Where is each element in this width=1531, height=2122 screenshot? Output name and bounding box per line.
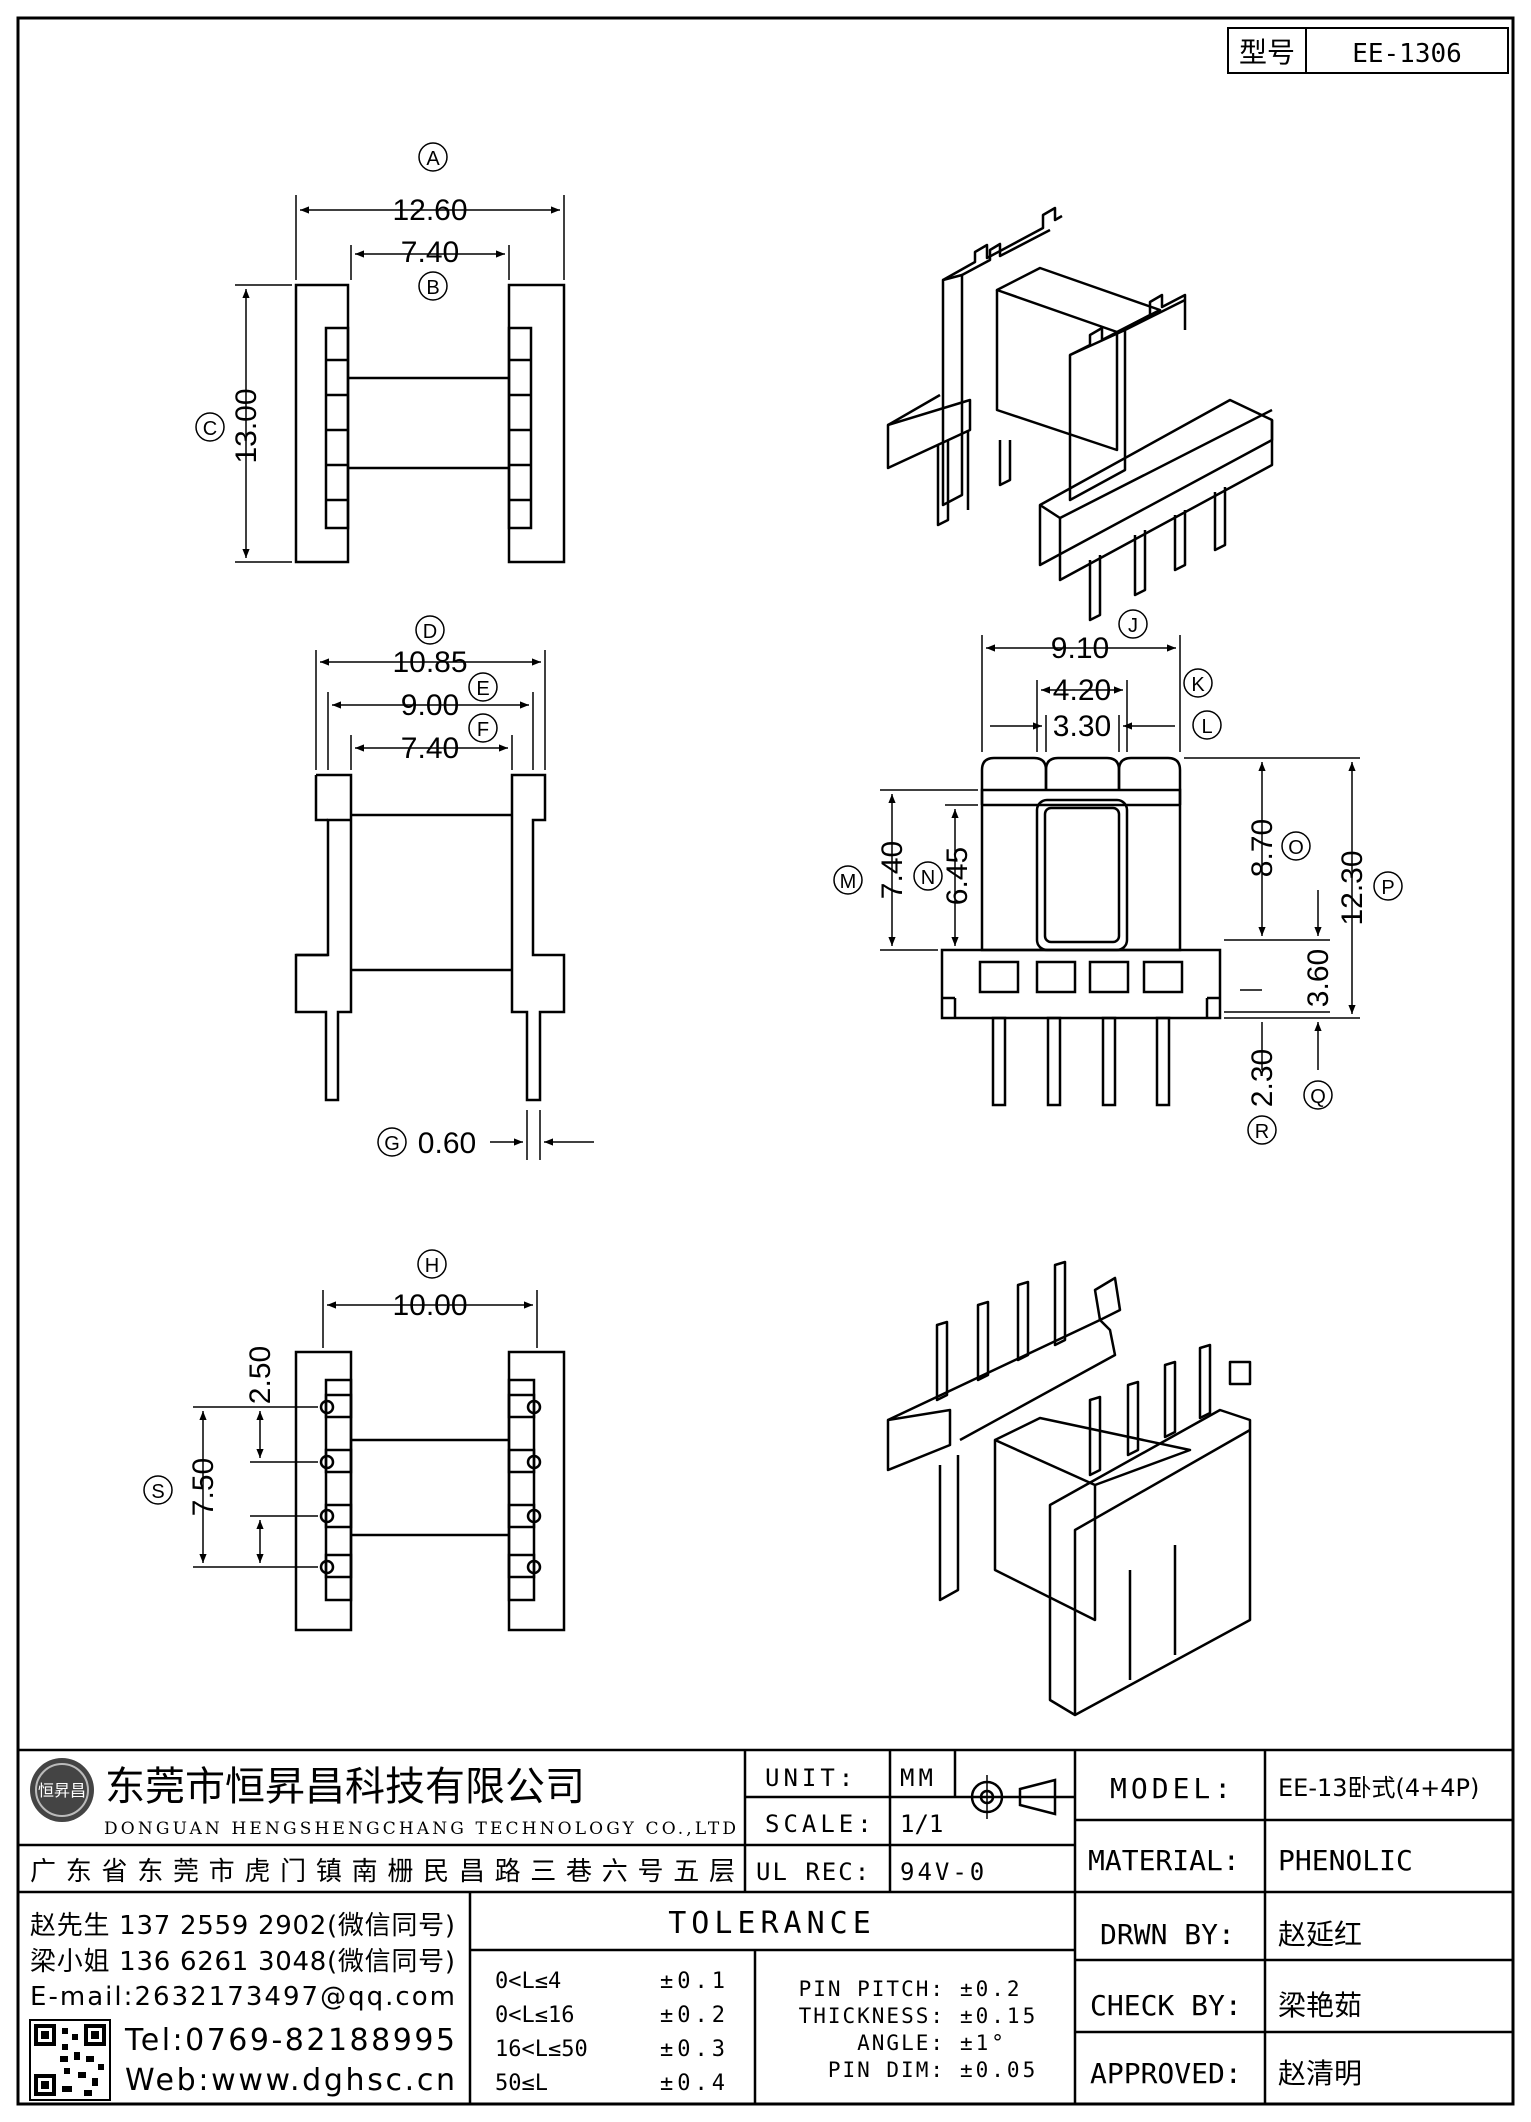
dim-f-value: 7.40 [401,732,459,765]
ulrec-value: 94V-0 [900,1858,987,1886]
model-box-label: 型号 [1239,36,1295,69]
company-name-en: DONGUAN HENGSHENGCHANG TECHNOLOGY CO.,LT… [104,1819,736,1839]
dim-a-value: 12.60 [392,194,467,227]
letter-D: D [423,621,437,643]
letter-L: L [1201,716,1212,738]
spec-label-2: THICKNESS: [799,2004,945,2028]
dim-d-value: 10.85 [392,646,467,679]
dim-k-value: 4.20 [1053,674,1111,707]
front-view [294,650,594,1160]
dim-pitch-value: 2.50 [244,1346,277,1404]
isometric-view-top [886,206,1274,622]
check-by-label: CHECK BY: [1090,1989,1242,2022]
letter-M: M [840,871,857,893]
bottom-view [193,1290,566,1632]
unit-label: UNIT: [765,1764,857,1792]
dim-r-value: 2.30 [1246,1049,1279,1107]
dim-n-value: 6.45 [941,847,974,905]
title-block-text: 东莞市恒昇昌科技有限公司 DONGUAN HENGSHENGCHANG TECH… [30,1764,1479,2098]
tol-range-3: 16<L≤50 [495,2037,588,2062]
side-view-labels: J 9.10 K 4.20 L 3.30 M 7.40 N 6.45 8.70 … [833,609,1403,1145]
tol-value-2: ±0.2 [660,2003,729,2028]
letter-K: K [1191,674,1205,696]
spec-label-1: PIN PITCH: [799,1977,945,2001]
dim-s-value: 7.50 [187,1458,220,1516]
tol-value-1: ±0.1 [660,1969,729,1994]
letter-J: J [1128,615,1138,637]
model-value: EE-13卧式(4+4P) [1278,1774,1479,1802]
approved-value: 赵清明 [1278,2057,1362,2090]
company-address: 广东省东莞市虎门镇南栅民昌路三巷六号五层 [30,1857,735,1887]
spec-value-1: ±0.2 [960,1977,1023,2001]
model-box: 型号 EE-1306 [1227,27,1509,74]
tol-range-4: 50≤L [495,2071,548,2096]
spec-label-4: PIN DIM: [828,2058,945,2082]
letter-O: O [1288,837,1304,859]
qr-code [29,2019,111,2101]
side-view [880,635,1360,1107]
drawn-by-label: DRWN BY: [1100,1918,1235,1951]
top-view [235,195,566,564]
letter-H: H [425,1255,439,1277]
dim-m-value: 7.40 [876,841,909,899]
spec-value-4: ±0.05 [960,2058,1038,2082]
letter-Q: Q [1310,1086,1326,1108]
isometric-view-bottom [886,1260,1252,1717]
letter-F: F [477,719,489,741]
spec-value-2: ±0.15 [960,2004,1038,2028]
dim-j-value: 9.10 [1051,632,1109,665]
bottom-view-labels: H 10.00 2.50 7.50 S [143,1249,468,1516]
contact-email: E-mail:2632173497@qq.com [30,1982,455,2012]
letter-E: E [476,678,489,700]
dim-q-value: 3.60 [1302,949,1335,1007]
dim-l-value: 3.30 [1053,710,1111,743]
tol-range-1: 0<L≤4 [495,1969,561,1994]
drawing-frame [16,16,1515,2106]
approved-label: APPROVED: [1090,2057,1242,2090]
contact-tel: Tel:0769-82188995 [124,2023,455,2058]
tol-value-4: ±0.4 [660,2071,729,2096]
dim-p-value: 12.30 [1336,850,1369,925]
company-logo: 恒昇昌 [30,1758,94,1822]
dim-o-value: 8.70 [1246,819,1279,877]
letter-R: R [1255,1121,1269,1143]
logo-text: 恒昇昌 [38,1781,86,1800]
model-label: MODEL: [1110,1772,1235,1805]
drawn-by-value: 赵延红 [1278,1918,1362,1951]
letter-S: S [151,1481,164,1503]
spec-label-3: ANGLE: [857,2031,945,2055]
ulrec-label: UL REC: [756,1858,871,1886]
dim-g-value: 0.60 [418,1127,476,1160]
spec-value-3: ±1° [960,2031,1007,2055]
tol-value-3: ±0.3 [660,2037,729,2062]
scale-value: 1/1 [900,1810,943,1838]
check-by-value: 梁艳茹 [1278,1989,1362,2022]
company-name-cn: 东莞市恒昇昌科技有限公司 [105,1764,585,1810]
letter-C: C [203,418,217,440]
tolerance-title: TOLERANCE [668,1906,876,1941]
letter-B: B [426,277,439,299]
top-view-labels: A 12.60 7.40 B 13.00 C [195,142,468,464]
dim-e-value: 9.00 [401,689,459,722]
dim-c-value: 13.00 [230,388,263,463]
contact-2: 梁小姐 136 6261 3048(微信同号) [30,1947,455,1977]
letter-A: A [426,148,440,170]
letter-N: N [921,867,935,889]
contact-1: 赵先生 137 2559 2902(微信同号) [30,1911,455,1941]
material-value: PHENOLIC [1278,1844,1413,1877]
dim-b-value: 7.40 [401,236,459,269]
title-block [18,1748,1513,2104]
letter-P: P [1381,877,1394,899]
contact-web: Web:www.dghsc.cn [125,2063,455,2098]
scale-label: SCALE: [765,1810,876,1838]
tol-range-2: 0<L≤16 [495,2003,574,2028]
model-box-value: EE-1306 [1352,39,1462,69]
front-view-labels: D 10.85 E 9.00 F 7.40 G 0.60 [377,615,498,1160]
material-label: MATERIAL: [1088,1844,1240,1877]
letter-G: G [384,1133,400,1155]
unit-value: MM [900,1764,937,1792]
dim-h-value: 10.00 [392,1289,467,1322]
